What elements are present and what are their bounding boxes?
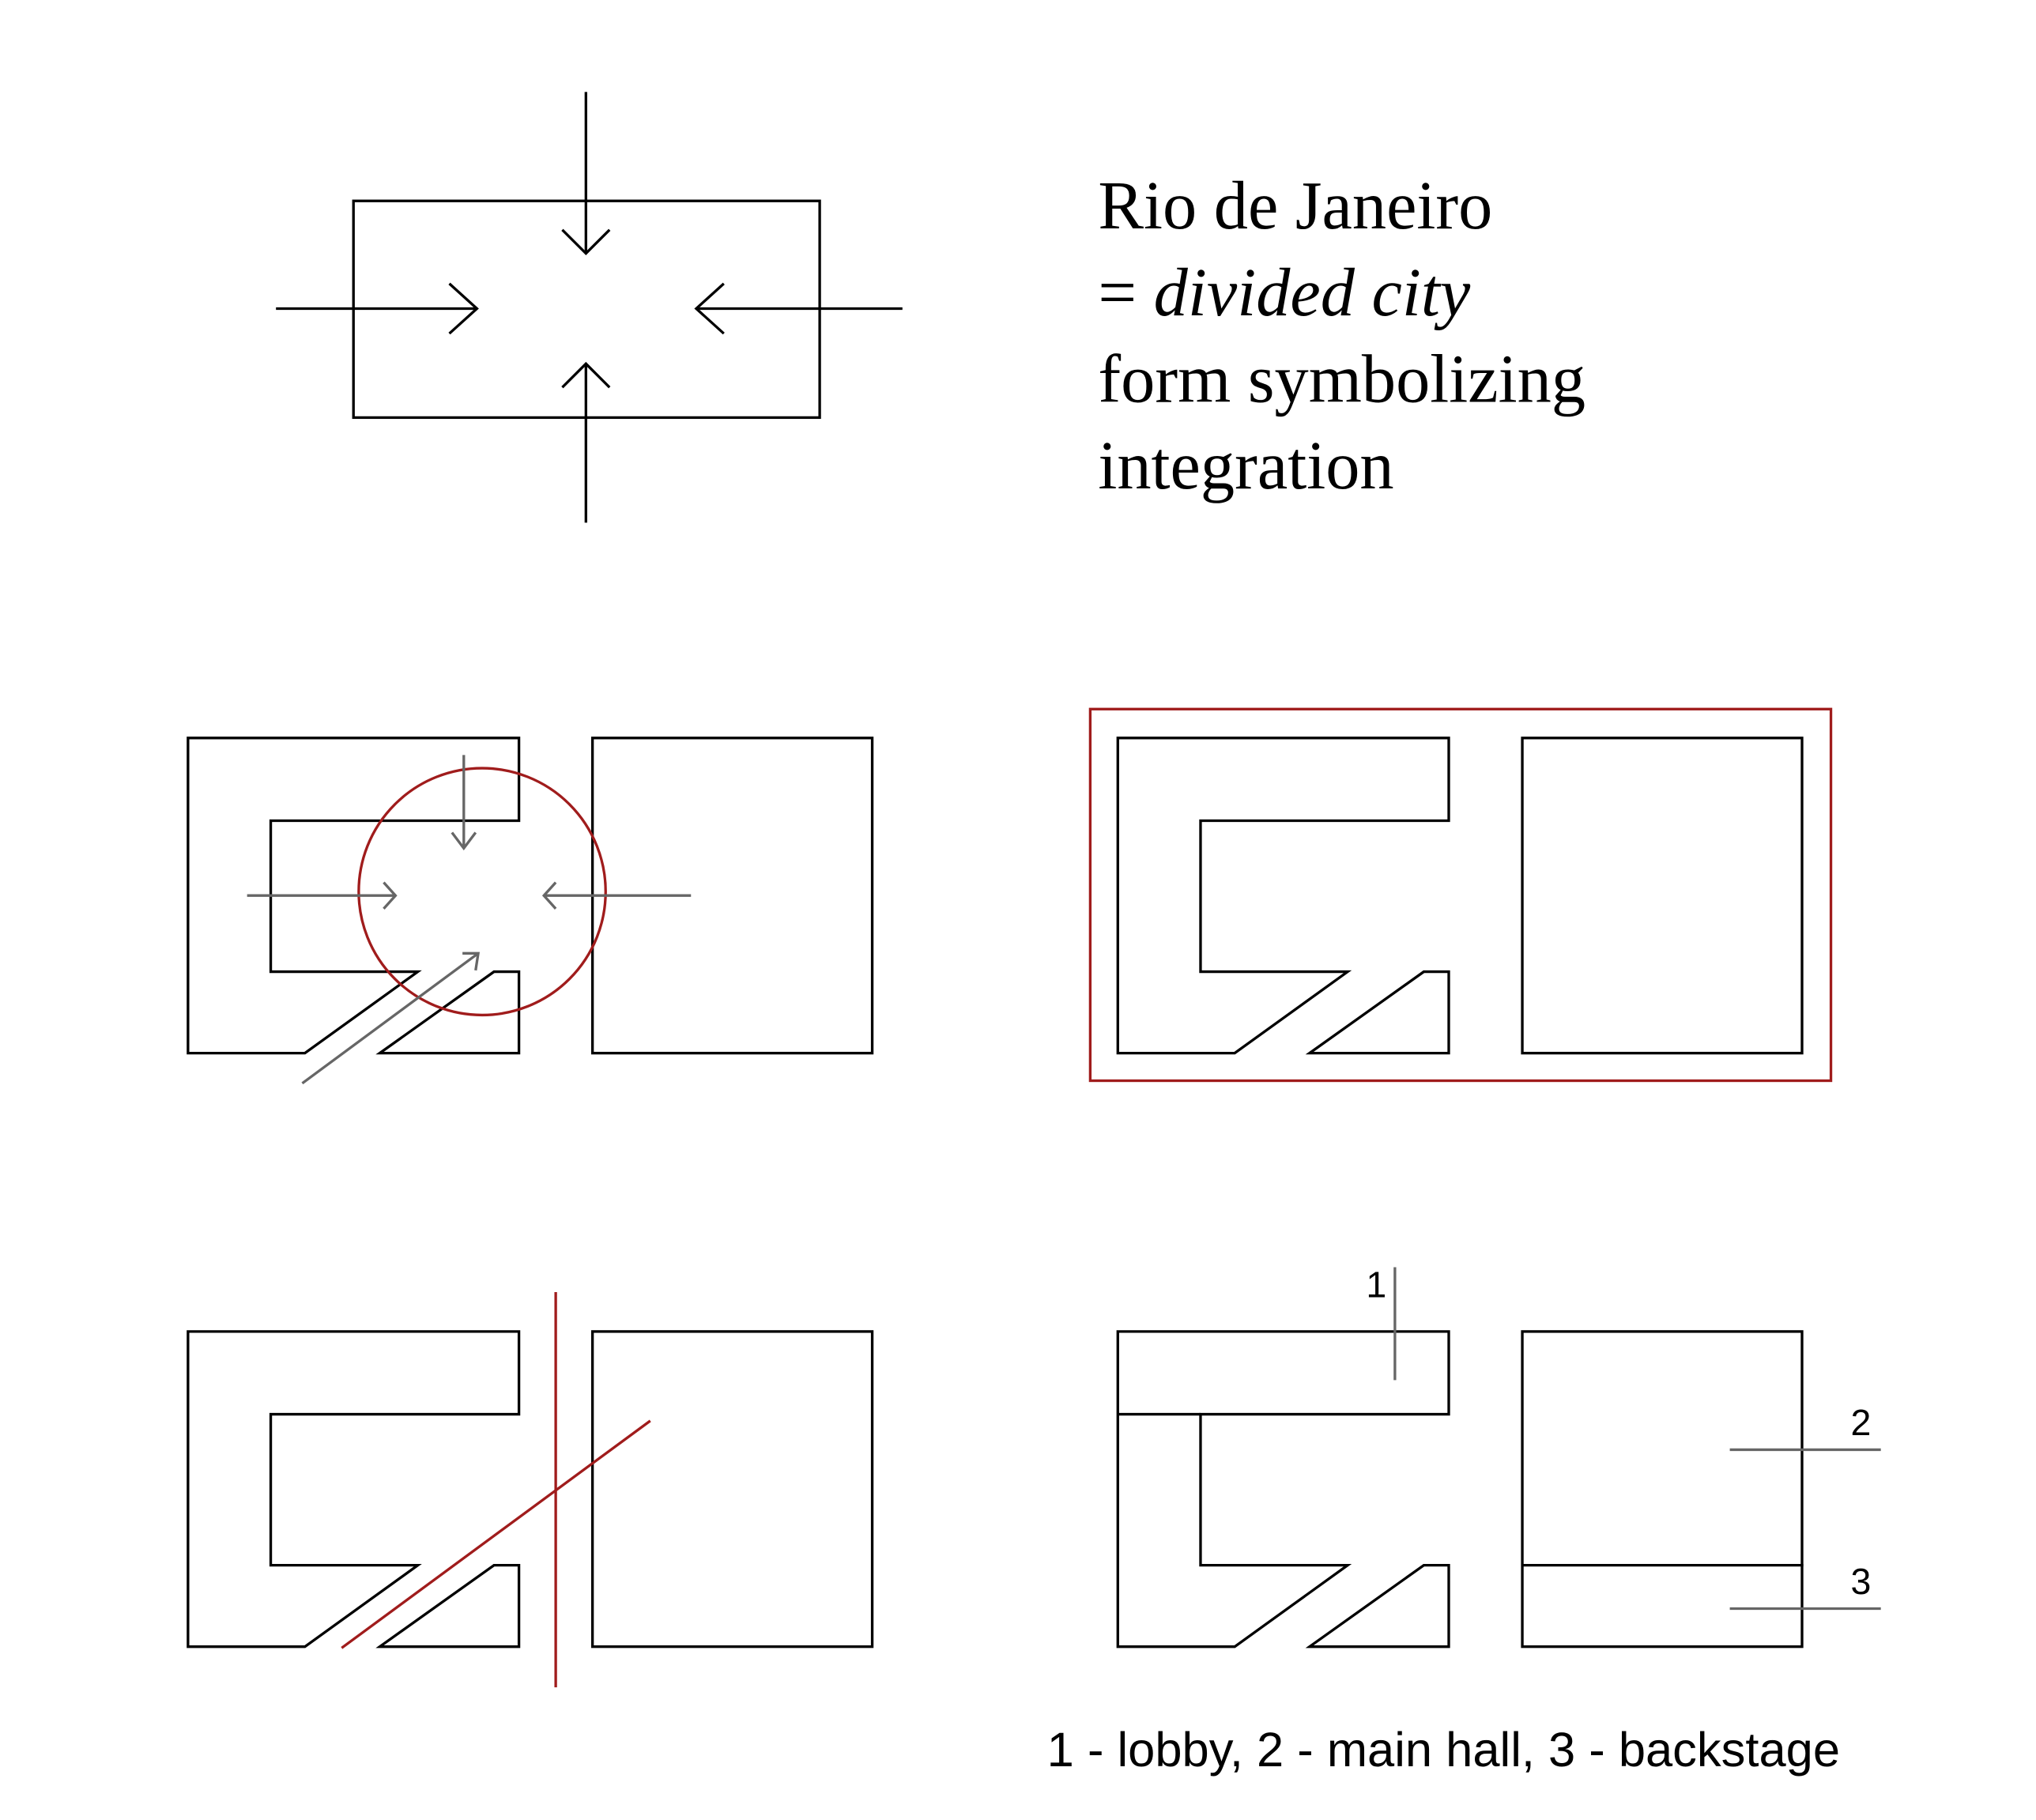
converging-arrows-diagram — [276, 92, 903, 523]
title-line-1: Rio de Janeiro — [1098, 168, 1492, 243]
title-line-3: form symbolizing — [1098, 341, 1585, 416]
title-text: Rio de Janeiro = divided city form symbo… — [1098, 168, 1585, 503]
red-diagonal-divider — [341, 1419, 651, 1649]
gray-arrow-down-icon — [451, 755, 477, 851]
gray-arrow-diagonal-icon — [301, 951, 481, 1085]
gray-arrow-left-icon — [541, 881, 692, 910]
label-2: 2 — [1850, 1402, 1871, 1443]
arrow-down-icon — [561, 92, 611, 256]
plan-integration-circle — [187, 737, 874, 1085]
plan-division-lines — [187, 1292, 874, 1688]
arrow-left-icon — [694, 282, 903, 335]
integration-circle — [357, 767, 607, 1017]
title-line-4: integration — [1098, 428, 1393, 503]
red-frame — [1088, 707, 1833, 1083]
label-3: 3 — [1850, 1561, 1871, 1602]
plan-functional-zones: 1 2 3 — [1116, 1264, 1881, 1649]
legend-caption: 1 - lobby, 2 - main hall, 3 - backstage — [1047, 1723, 1840, 1777]
title-line-2: = divided city — [1098, 254, 1471, 330]
arrow-up-icon — [561, 361, 611, 523]
label-1: 1 — [1366, 1264, 1386, 1306]
gray-arrow-right-icon — [247, 881, 398, 910]
plan-unified-frame — [1088, 707, 1833, 1083]
arrow-right-icon — [276, 282, 479, 335]
